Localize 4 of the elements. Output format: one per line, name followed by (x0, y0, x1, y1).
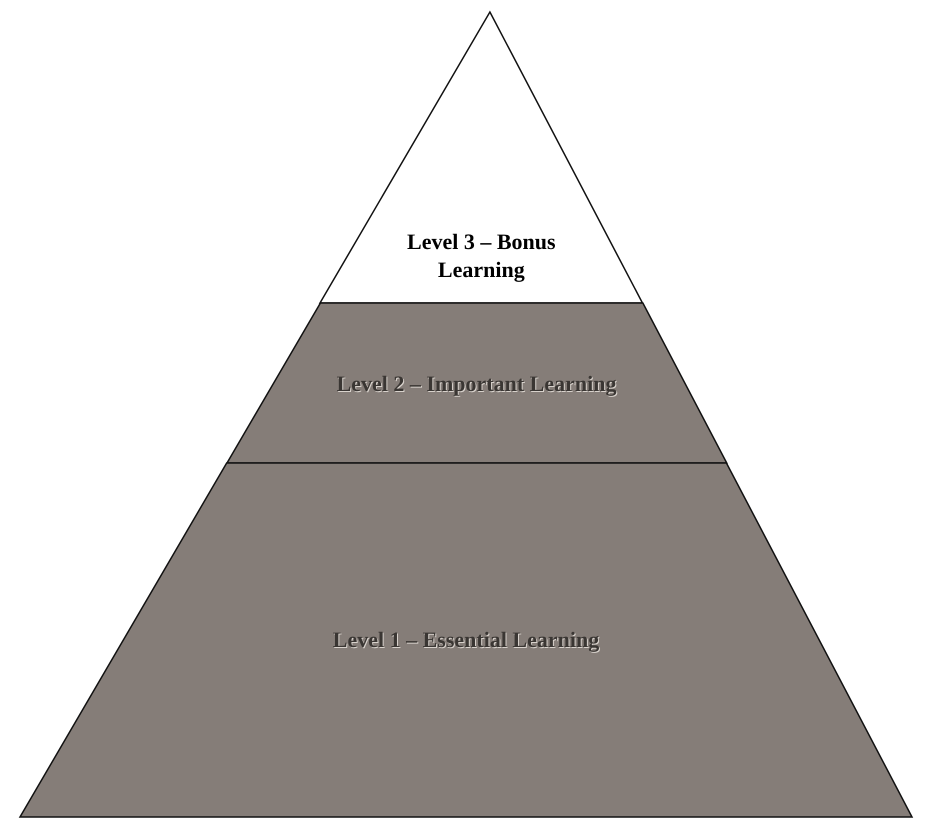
tier-label: Level 1 – Essential Learning (332, 626, 600, 654)
tier-label: Level 3 – Bonus Learning (406, 228, 557, 283)
pyramid-apex (320, 12, 643, 303)
tier-label: Level 2 – Important Learning (336, 370, 618, 398)
